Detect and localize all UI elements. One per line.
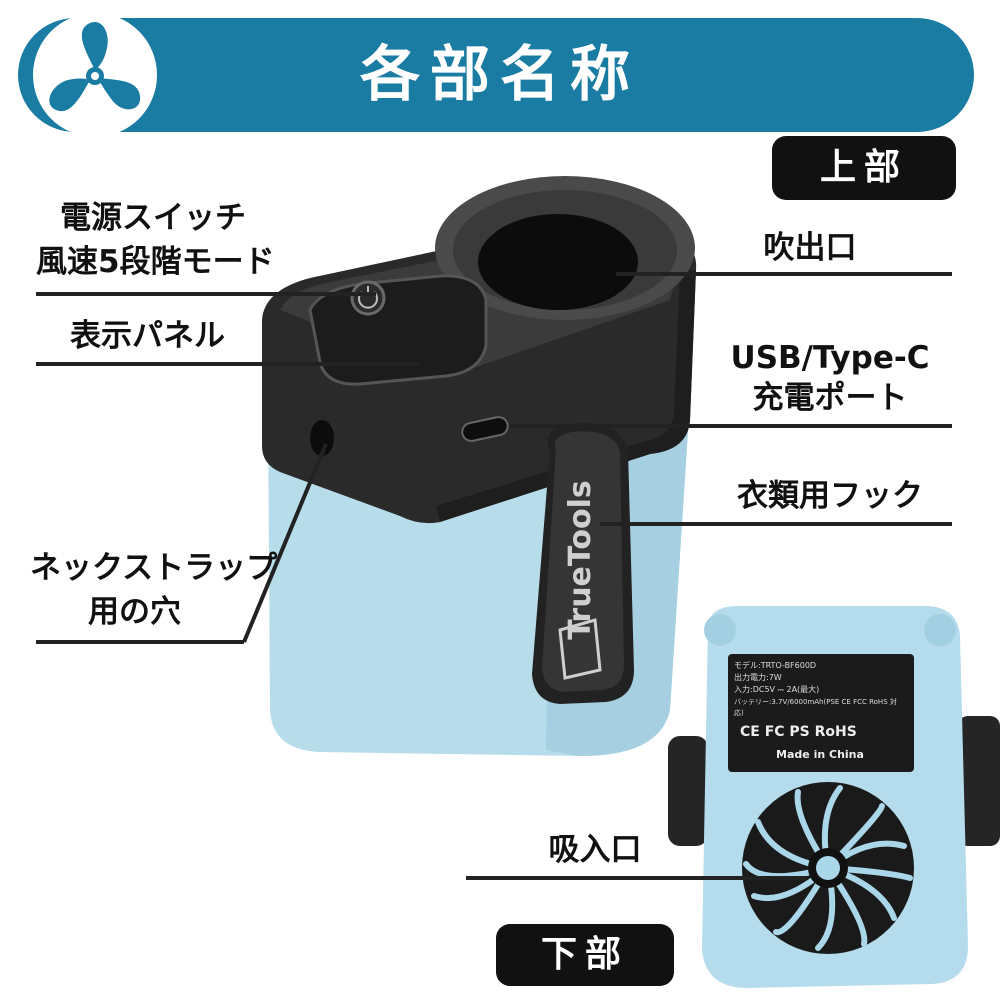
brand-logo: TrueTools <box>563 480 598 640</box>
leader-line-power-switch <box>36 292 376 296</box>
label-usb-line1: USB/Type-C <box>730 340 930 376</box>
leader-line-intake <box>466 876 806 880</box>
label-intake: 吸入口 <box>548 832 642 868</box>
leader-line-clothing-hook <box>600 522 952 526</box>
leader-line-usb <box>510 424 952 428</box>
svg-text:モデル:TRTO-BF600D: モデル:TRTO-BF600D <box>734 660 816 670</box>
svg-text:応): 応) <box>734 708 744 717</box>
label-neck-strap-line2: 用の穴 <box>88 594 181 630</box>
power-button <box>350 280 386 316</box>
label-power-switch-line1: 電源スイッチ <box>60 200 246 236</box>
leader-line-neck-strap <box>36 640 244 644</box>
label-usb-line2: 充電ポート <box>752 380 908 416</box>
svg-text:バッテリー:3.7V/6000mAh(PSE CE FCC: バッテリー:3.7V/6000mAh(PSE CE FCC RoHS 対 <box>734 697 897 706</box>
outlet-hole <box>478 214 638 310</box>
badge-top: 上部 <box>772 136 956 200</box>
label-clothing-hook: 衣類用フック <box>737 478 923 514</box>
spec-plate <box>728 654 914 772</box>
svg-text:Made in China: Made in China <box>776 748 864 761</box>
leader-line-display-panel <box>36 362 420 366</box>
label-power-switch-line2: 風速5段階モード <box>36 244 275 280</box>
page-title: 各部名称 <box>360 40 640 110</box>
svg-text:入力:DC5V ⎓ 2A(最大): 入力:DC5V ⎓ 2A(最大) <box>734 684 819 694</box>
svg-text:出力電力:7W: 出力電力:7W <box>734 672 782 682</box>
header-bar <box>18 18 974 132</box>
device-top-view: TrueTools <box>262 176 697 756</box>
usb-port <box>461 416 509 442</box>
label-neck-strap-line1: ネックストラップ <box>30 550 278 586</box>
fan-logo-icon <box>33 13 157 137</box>
svg-text:CE FC PS RoHS: CE FC PS RoHS <box>740 724 857 740</box>
label-outlet: 吹出口 <box>763 230 857 266</box>
leader-line-neck-strap-diagonal <box>242 443 328 643</box>
label-display-panel: 表示パネル <box>70 318 225 354</box>
leader-line-outlet <box>616 272 952 276</box>
badge-bottom: 下部 <box>496 924 674 986</box>
strap-hole <box>310 420 334 456</box>
device-bottom-view: モデル:TRTO-BF600D 出力電力:7W 入力:DC5V ⎓ 2A(最大)… <box>668 606 1000 988</box>
